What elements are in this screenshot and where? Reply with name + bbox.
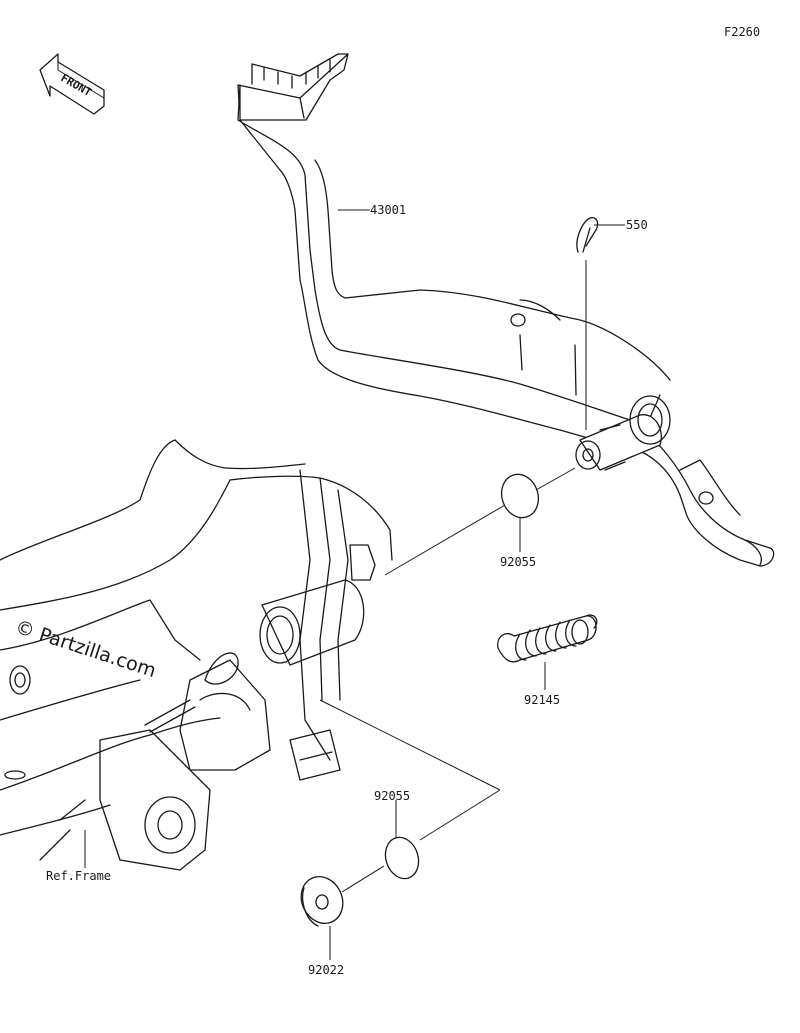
label-43001: 43001 bbox=[370, 203, 406, 217]
leader-lines bbox=[84, 209, 625, 960]
label-ref-frame: Ref.Frame bbox=[46, 869, 111, 883]
o-ring-lower-drawing bbox=[384, 836, 420, 880]
diagram-code: F2260 bbox=[724, 25, 760, 39]
label-92055-upper: 92055 bbox=[500, 555, 536, 569]
label-550: 550 bbox=[626, 218, 648, 232]
front-arrow-icon: FRONT bbox=[39, 53, 105, 115]
o-ring-upper-drawing bbox=[500, 473, 540, 519]
label-92055-lower: 92055 bbox=[374, 789, 410, 803]
frame-drawing bbox=[0, 439, 393, 871]
label-92022: 92022 bbox=[308, 963, 344, 977]
brake-pedal-drawing bbox=[237, 53, 775, 567]
label-92145: 92145 bbox=[524, 693, 560, 707]
cotter-pin-drawing bbox=[576, 216, 599, 253]
washer-drawing bbox=[300, 876, 344, 927]
spring-drawing bbox=[497, 614, 598, 663]
